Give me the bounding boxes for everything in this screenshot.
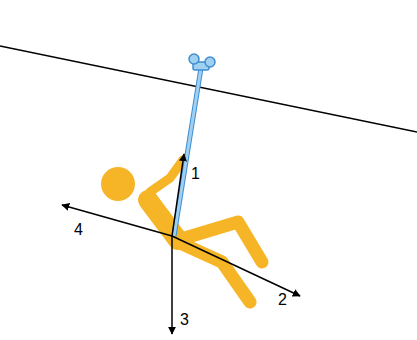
zip-cable [0,46,417,132]
rider-figure [148,160,262,302]
callout-number: 4 [74,222,83,238]
trolley-wheel [205,57,215,67]
callout-number: 3 [180,312,189,328]
force-arrow [171,236,173,334]
trolley-wheel [189,54,199,64]
force-arrow [172,154,184,236]
harness-strap-fill [174,68,201,236]
harness-strap [174,68,201,236]
force-arrow [172,236,300,296]
callout-number: 2 [278,292,287,308]
rider-head [101,167,135,201]
callout-number: 1 [191,166,200,182]
